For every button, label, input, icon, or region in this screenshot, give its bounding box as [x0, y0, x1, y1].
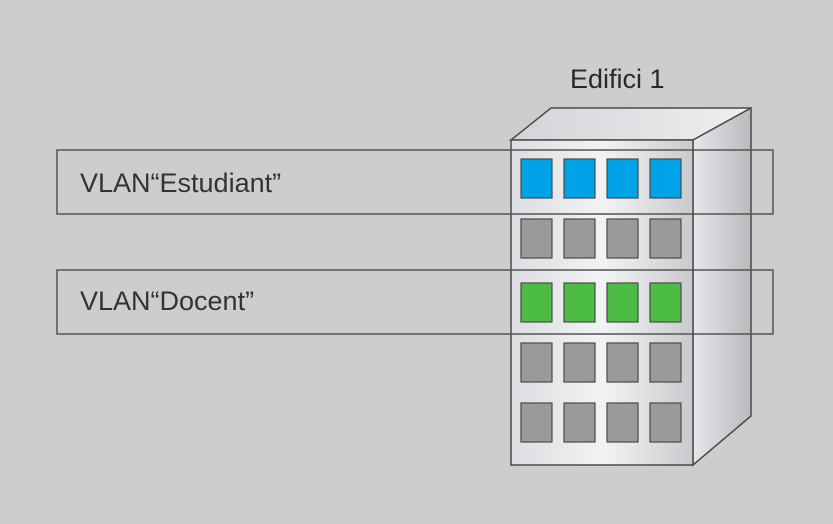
window-floor-1-col-1: [520, 158, 553, 199]
vlan-docent-box: [56, 269, 774, 335]
window-floor-2-col-1: [520, 218, 553, 259]
window-floor-3-col-1: [520, 282, 553, 323]
window-floor-1-col-3: [606, 158, 639, 199]
vlan-docent-label: VLAN“Docent”: [80, 286, 254, 316]
window-floor-4-col-2: [563, 342, 596, 383]
window-floor-3-col-3: [606, 282, 639, 323]
window-floor-2-col-3: [606, 218, 639, 259]
building-side: [692, 106, 752, 467]
building-windows: [520, 158, 682, 443]
window-floor-5-col-3: [606, 402, 639, 443]
window-floor-5-col-2: [563, 402, 596, 443]
window-floor-1-col-4: [649, 158, 682, 199]
window-floor-1-col-2: [563, 158, 596, 199]
vlan-estudiant-band: VLAN“Estudiant”: [56, 149, 774, 215]
window-floor-4-col-3: [606, 342, 639, 383]
window-floor-4-col-4: [649, 342, 682, 383]
vlan-docent-band: VLAN“Docent”: [56, 269, 774, 335]
vlan-estudiant-label: VLAN“Estudiant”: [80, 168, 281, 198]
window-floor-2-col-4: [649, 218, 682, 259]
window-floor-5-col-4: [649, 402, 682, 443]
building: [508, 106, 752, 467]
building-title: Edifici 1: [570, 64, 665, 94]
window-floor-4-col-1: [520, 342, 553, 383]
window-floor-5-col-1: [520, 402, 553, 443]
window-floor-3-col-2: [563, 282, 596, 323]
vlan-estudiant-box: [56, 149, 774, 215]
window-floor-2-col-2: [563, 218, 596, 259]
window-floor-3-col-4: [649, 282, 682, 323]
